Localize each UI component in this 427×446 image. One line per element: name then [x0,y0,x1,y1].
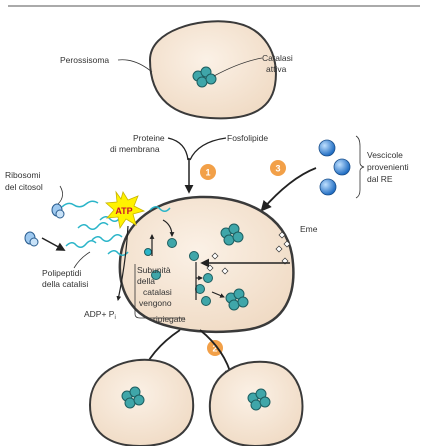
er-vesicles [318,139,351,196]
label-ribosomes-2: del citosol [5,182,43,192]
polypeptide-chain [61,200,99,208]
label-atp: ATP [115,206,132,216]
svg-text:1: 1 [205,168,210,178]
leader-catalase [213,57,263,77]
label-heme: Eme [300,224,318,234]
arrow-inner-4 [211,291,225,298]
label-polypeptides-1: Polipeptidi [42,268,81,278]
leader-polypeptides [73,251,91,269]
label-peroxisome: Perossisoma [60,55,109,65]
step-badge-3: 3 [270,160,286,176]
daughter-peroxisome-left [88,358,195,446]
svg-text:3: 3 [275,164,280,174]
label-subunits-2: della [137,276,155,286]
label-vesicles-3: dal RE [367,174,393,184]
ribosome-top [51,203,65,219]
label-membrane-proteins-1: Proteine [133,133,165,143]
label-catalase-active-2: attiva [266,64,287,74]
subunit [203,273,213,283]
daughter-peroxisome-right [208,360,304,446]
label-phospholipid: Fosfolipide [227,133,268,143]
subunit [195,284,205,294]
subunit [201,296,211,306]
arrow-inner-1 [162,219,175,237]
catalase-complex-center [220,223,244,246]
leader-peroxisome [117,59,153,73]
arrow-membrane-proteins [167,137,189,161]
arrow-phospholipid [189,137,227,161]
label-membrane-proteins-2: di membrana [110,144,160,154]
label-subunits-4: vengono [139,298,172,308]
label-catalase-active-1: Catalasi [262,53,293,63]
subunit [189,251,199,261]
atp-burst: ATP [105,190,146,230]
label-vesicles-1: Vescicole [367,150,403,160]
label-subunits-5: ripiegate [153,314,186,324]
subunit [167,238,177,248]
label-polypeptides-2: della catalisi [42,279,88,289]
arrow-atp-hydrolysis [116,225,129,301]
svg-text:2: 2 [212,344,217,354]
step-badge-2: 2 [207,340,223,356]
label-subunits-1: Subunità [137,265,171,275]
top-peroxisome [148,20,277,120]
subunits-bracket [134,264,185,319]
vesicles-bracket [355,135,365,199]
import-channel [144,248,152,256]
ribosome-bottom [24,231,39,247]
arrow-vesicles [260,167,317,212]
catalase-complex-lower [225,288,249,311]
catalase-complex-top [192,66,217,88]
step-badge-1: 1 [200,164,216,180]
leader-ribosomes [57,185,63,205]
subunit [151,270,161,280]
label-subunits-3: catalasi [143,287,172,297]
label-adp-pi: ADP+ Pi [84,309,116,321]
label-vesicles-2: provenienti [367,162,409,172]
arrow-ribosome-bottom [41,237,66,251]
label-ribosomes-1: Ribosomi [5,170,41,180]
